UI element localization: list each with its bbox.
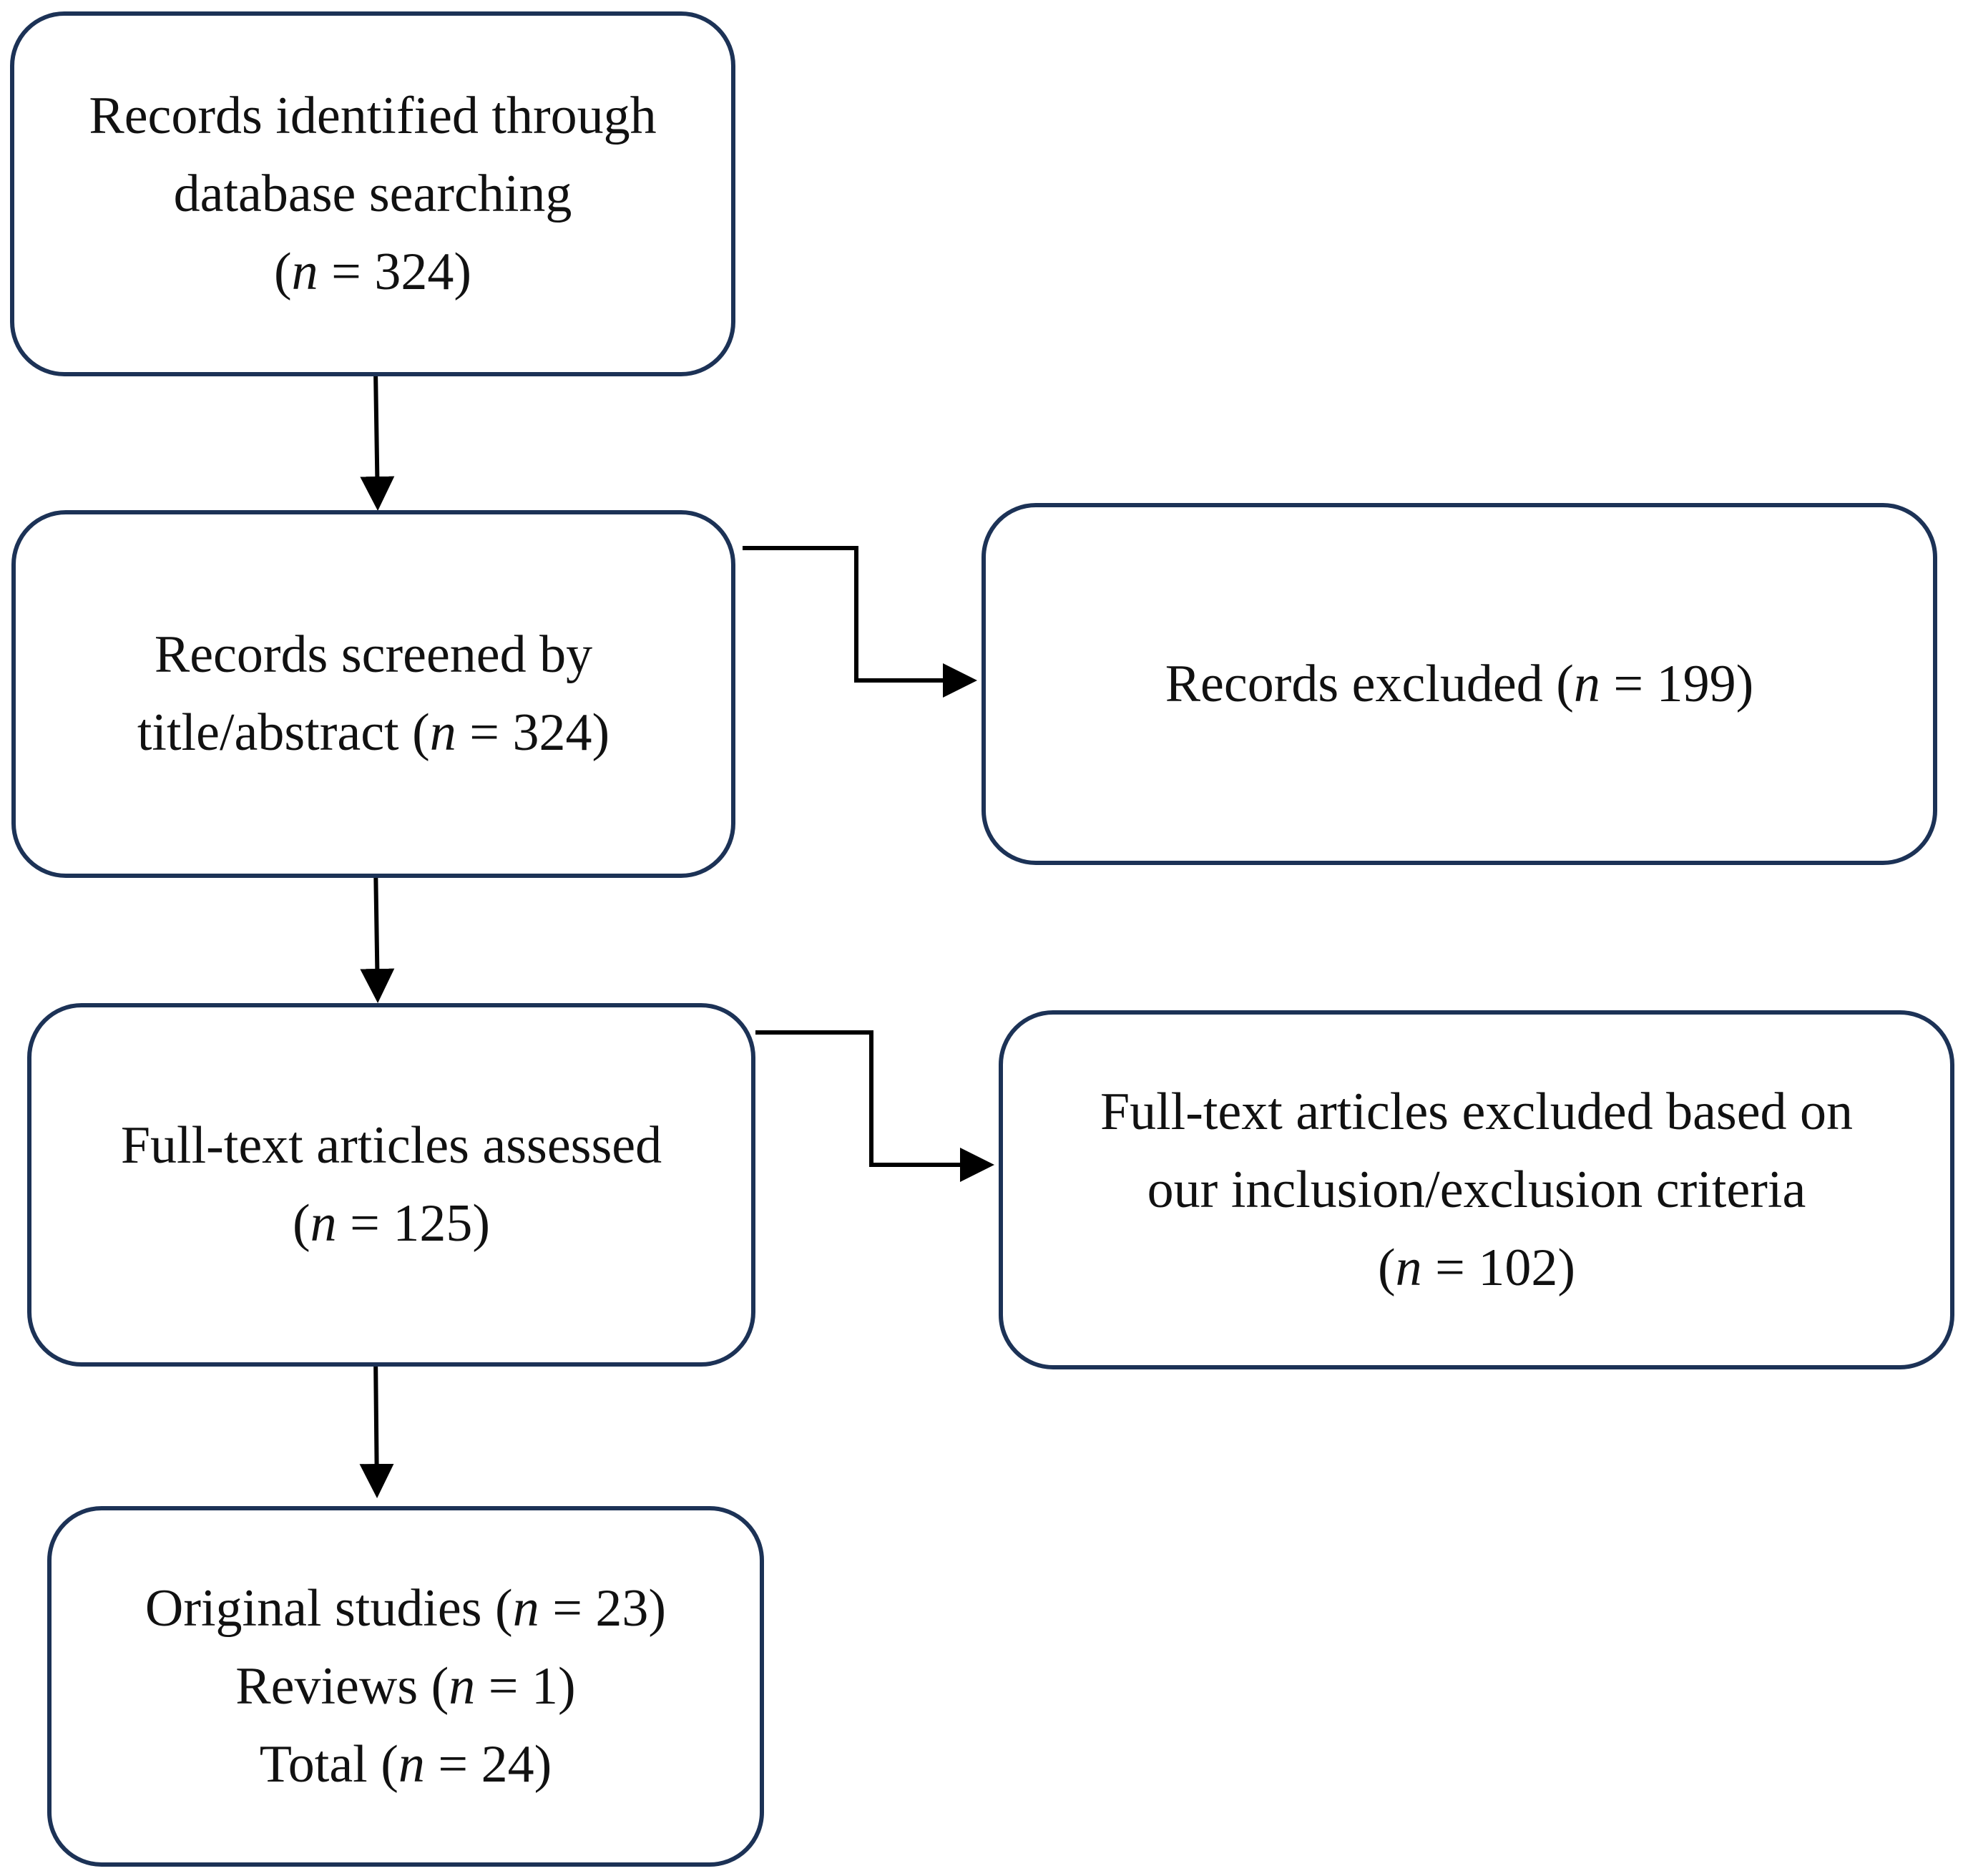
screened-count: title/abstract (n = 324): [137, 703, 610, 762]
original-studies-count: Original studies (n = 23): [145, 1578, 667, 1638]
total-count: Total (n = 24): [259, 1734, 552, 1794]
reviews-count: Reviews (n = 1): [235, 1656, 576, 1716]
identified-line2: database searching: [173, 164, 572, 223]
identified-count: (n = 324): [273, 242, 472, 301]
screened-line1: Records screened by: [154, 625, 593, 684]
arrow-assessed-to-fulltext-excluded: [755, 1030, 994, 1182]
assessed-line1: Full-text articles assessed: [120, 1116, 662, 1175]
excluded-count: Records excluded (n = 199): [1165, 654, 1754, 713]
arrow-assessed-to-included: [359, 1354, 394, 1498]
fulltext-excluded-line1: Full-text articles excluded based on: [1100, 1082, 1854, 1141]
arrow-screened-to-assessed: [360, 862, 395, 1003]
full-text-excluded-box: Full-text articles excluded based on our…: [999, 1010, 1954, 1369]
studies-included-box: Original studies (n = 23) Reviews (n = 1…: [47, 1506, 764, 1867]
full-text-assessed-box: Full-text articles assessed (n = 125): [27, 1003, 755, 1367]
assessed-count: (n = 125): [292, 1194, 491, 1253]
records-identified-box: Records identified through database sear…: [10, 11, 735, 376]
records-excluded-box: Records excluded (n = 199): [982, 503, 1937, 865]
fulltext-excluded-line2: our inclusion/exclusion criteria: [1147, 1160, 1806, 1219]
arrow-screened-to-excluded: [743, 546, 977, 698]
arrow-identified-to-screened: [360, 370, 395, 511]
identified-line1: Records identified through: [89, 86, 657, 145]
fulltext-excluded-count: (n = 102): [1377, 1238, 1576, 1297]
records-screened-box: Records screened by title/abstract (n = …: [11, 510, 735, 878]
